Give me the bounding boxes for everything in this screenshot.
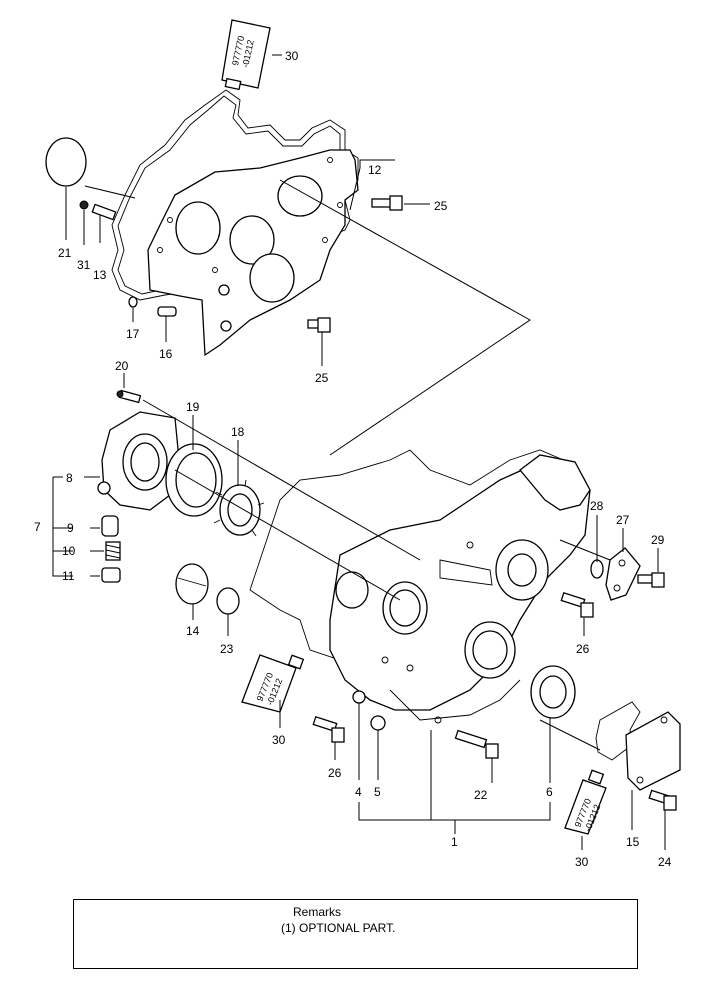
callout-26-right: 26 [576,642,590,656]
remarks-title: Remarks [293,905,342,919]
bolt-25-lower [307,317,331,333]
callout-20: 20 [115,359,129,373]
pin-17 [128,296,138,308]
leader-lines [52,54,666,850]
callout-28: 28 [590,499,604,513]
callout-7: 7 [34,520,41,534]
oil-seal-6 [530,665,576,719]
callout-31: 31 [77,258,91,272]
bolt-13 [79,200,117,221]
bolt-26-left [312,715,345,743]
o-ring-28 [590,559,604,579]
outer-rotor-19 [165,443,223,517]
callout-16: 16 [159,347,173,361]
cover-27 [605,547,641,601]
callout-1: 1 [451,835,458,849]
callout-12: 12 [368,163,382,177]
callout-8: 8 [66,471,73,485]
cap-14 [175,563,209,605]
remarks-box: Remarks (1) OPTIONAL PART. [73,899,638,969]
bolt-20 [116,389,142,404]
callout-30-middle: 30 [272,733,286,747]
callout-29: 29 [651,533,665,547]
remarks-line-1: (1) OPTIONAL PART. [281,921,396,935]
sealant-tube-bottom: 977770 -01212 [564,769,607,835]
callout-22: 22 [474,788,488,802]
callout-26-left: 26 [328,766,342,780]
callout-27: 27 [616,513,630,527]
plug-4 [352,690,366,704]
callout-11: 11 [62,569,75,583]
bolt-29 [637,572,665,588]
callout-5: 5 [374,785,381,799]
gear-case-plate [147,149,359,357]
callout-21: 21 [58,246,72,260]
callout-19: 19 [186,400,200,414]
callout-25-upper: 25 [434,199,448,213]
gasket-cover-15 [595,701,681,791]
o-ring-21 [45,137,87,187]
callout-6: 6 [546,785,553,799]
bolt-22 [454,729,499,759]
callout-15: 15 [626,835,640,849]
callout-17: 17 [126,327,140,341]
bolt-24 [648,789,677,811]
callout-18: 18 [231,425,245,439]
oil-pump-body [97,411,181,511]
callout-10: 10 [62,544,76,558]
callout-23: 23 [220,642,234,656]
callout-14: 14 [186,624,200,638]
sealant-tube-top: 977770 -01212 [221,19,271,91]
callout-4: 4 [355,785,362,799]
bolt-25-upper [371,195,403,211]
callout-13: 13 [93,268,107,282]
callout-9: 9 [67,521,74,535]
dowel-pin-16 [157,306,177,317]
plug-5 [370,715,386,731]
callout-30-bottom: 30 [575,855,589,869]
callout-25-lower: 25 [315,371,329,385]
bolt-26-right [560,591,594,618]
callout-labels: 30 12 25 21 31 13 17 16 25 20 19 18 8 7 … [34,49,672,869]
callout-30-top: 30 [285,49,299,63]
o-ring-23 [216,587,240,615]
valve-parts-9-10-11 [101,515,121,583]
callout-24: 24 [658,855,672,869]
sealant-tube-middle: 977770 -01212 [241,654,305,713]
inner-rotor-18 [213,479,265,537]
